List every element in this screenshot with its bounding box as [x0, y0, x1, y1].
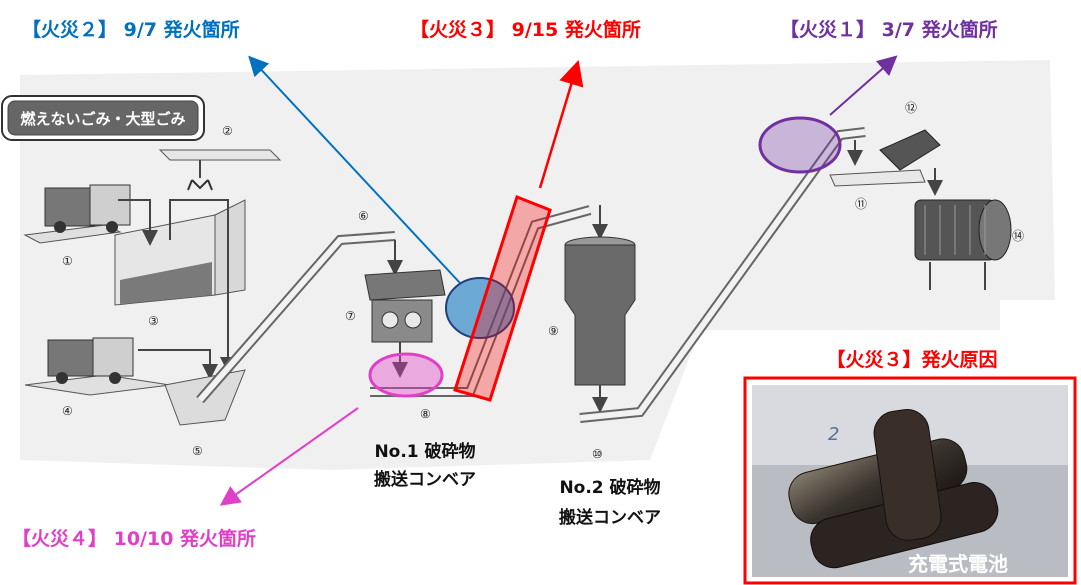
conveyor1-caption-line1: No.1 破砕物 [374, 441, 475, 462]
number-12: ⑫ [905, 101, 917, 115]
fire2-title: 【火災２】 9/7 発火箇所 [22, 18, 240, 41]
fire2-arrow [248, 55, 461, 284]
truck-bottom [24, 337, 218, 396]
truck-top [23, 184, 131, 244]
battery-photo: 2 充電式電池 [743, 376, 1077, 585]
fire3-location-marker [453, 195, 552, 402]
incline-conveyor-1 [196, 231, 403, 404]
receiving-pit [114, 199, 246, 373]
conveyor-no2 [579, 127, 866, 423]
magnetic-separator [829, 129, 943, 196]
conveyor2-caption-line2: 搬送コンベア [559, 507, 661, 528]
fire4-title: 【火災４】 10/10 発火箇所 [12, 527, 256, 550]
drum-screen [914, 199, 1012, 290]
waste-type-badge: 燃えないごみ・大型ごみ [1, 95, 205, 141]
number-14: ⑭ [1012, 229, 1024, 243]
number-3: ③ [148, 314, 159, 328]
number-11: ⑪ [855, 197, 867, 211]
waste-type-label: 燃えないごみ・大型ごみ [20, 110, 185, 128]
photo-handwritten-mark: 2 [828, 424, 839, 445]
crane [158, 149, 282, 191]
number-9: ⑨ [548, 324, 559, 338]
photo-caption: 充電式電池 [908, 552, 1008, 576]
number-4: ④ [62, 404, 73, 418]
number-1: ① [62, 254, 73, 268]
fire4-arrow [219, 407, 359, 506]
number-5: ⑤ [192, 444, 203, 458]
secondary-crusher [564, 236, 636, 413]
fire1-title: 【火災１】 3/7 発火箇所 [780, 18, 998, 41]
number-7: ⑦ [345, 309, 356, 323]
cause-title: 【火災３】発火原因 [826, 348, 997, 371]
diagram-background [20, 60, 1055, 470]
fire1-arrow [829, 55, 898, 116]
number-8: ⑧ [420, 407, 431, 421]
number-2: ② [222, 124, 233, 138]
equipment-numbers: ② ① ③ ④ ⑤ ⑥ ⑦ ⑧ ⑨ ⑩ ⑪ ⑫ ⑭ [62, 101, 1024, 461]
conveyor2-caption-line1: No.2 破砕物 [559, 477, 660, 498]
fire3-title: 【火災３】 9/15 発火箇所 [410, 18, 641, 41]
fire4-location-marker [368, 352, 444, 398]
number-6: ⑥ [358, 209, 369, 223]
crusher [364, 269, 446, 378]
conveyor1-caption-line2: 搬送コンベア [374, 469, 476, 490]
fire3-arrow [538, 60, 584, 189]
fire1-location-marker [758, 116, 842, 174]
number-10: ⑩ [592, 447, 603, 461]
